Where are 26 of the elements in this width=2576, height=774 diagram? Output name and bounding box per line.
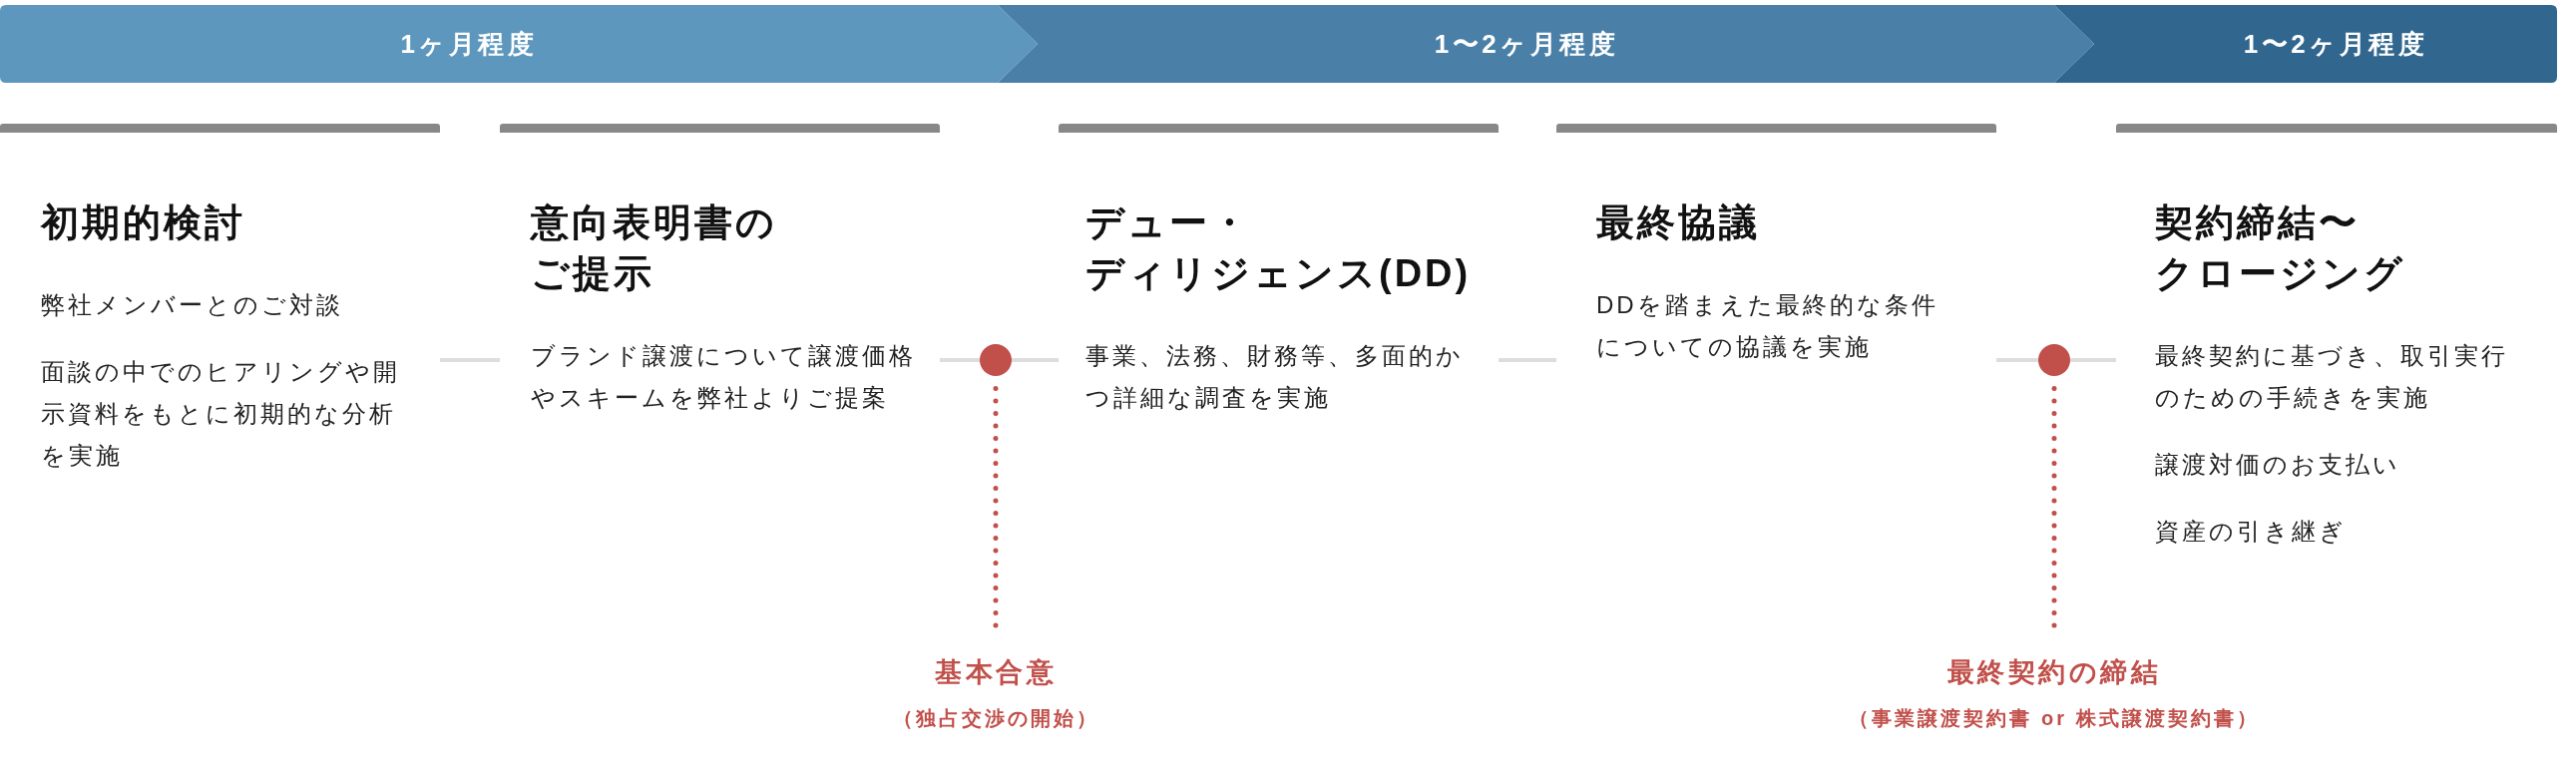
milestone-subtitle: （事業譲渡契約書 or 株式譲渡契約書）: [1849, 706, 2260, 731]
connector-line: [2070, 358, 2116, 362]
connector-line: [1012, 358, 1059, 362]
duration-label: 1ヶ月程度: [400, 28, 538, 61]
step-heading: 契約締結〜クロージング: [2155, 199, 2406, 296]
connector-line: [1499, 358, 1556, 362]
step-description: 譲渡対価のお支払い: [2155, 450, 2400, 480]
step-description: 事業、法務、財務等、多面的かつ詳細な調査を実施: [1085, 341, 1465, 413]
step-description: ブランド譲渡について譲渡価格やスキームを弊社よりご提案: [531, 341, 917, 413]
step-description: 弊社メンバーとのご対談: [41, 290, 343, 320]
duration-label: 1〜2ヶ月程度: [1434, 28, 1619, 61]
milestone-title: 最終契約の締結: [1946, 656, 2162, 689]
milestone-subtitle: （独占交渉の開始）: [892, 706, 1099, 731]
duration-label: 1〜2ヶ月程度: [2243, 28, 2428, 61]
step-heading: 最終協議: [1596, 199, 1760, 245]
step-description: 資産の引き継ぎ: [2155, 517, 2347, 547]
step-description: 最終契約に基づき、取引実行のための手続きを実施: [2155, 341, 2509, 413]
step-description: DDを踏まえた最終的な条件についての協議を実施: [1596, 290, 1939, 362]
milestone-title: 基本合意: [935, 656, 1057, 689]
step-heading: 意向表明書のご提示: [531, 199, 778, 296]
connector-line: [440, 358, 500, 362]
connector-line: [940, 358, 980, 362]
step-heading: 初期的検討: [41, 199, 245, 245]
step-heading: デュー・ディリジェンス(DD): [1085, 199, 1473, 296]
connector-line: [1996, 358, 2038, 362]
step-description: 面談の中でのヒアリングや開示資料をもとに初期的な分析を実施: [41, 357, 401, 471]
